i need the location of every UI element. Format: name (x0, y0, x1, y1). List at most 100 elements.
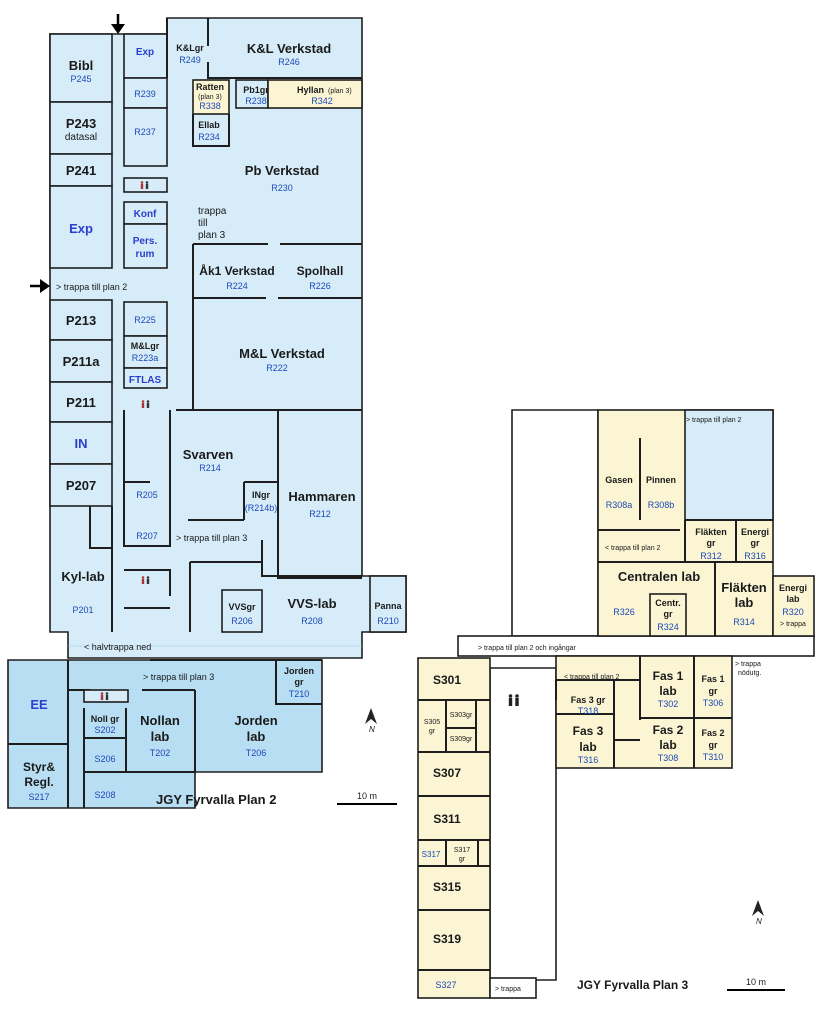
label-rum: rum (136, 249, 155, 260)
label-centralen: Centralen lab (618, 569, 700, 584)
room-r239[interactable] (123, 77, 168, 109)
room-ftlas[interactable] (123, 367, 168, 389)
code-s206: S206 (94, 754, 115, 764)
label-pbverkstad: Pb Verkstad (245, 163, 319, 178)
label-energigr-gr: gr (751, 538, 760, 548)
code-r324: R324 (657, 622, 679, 632)
code-r237: R237 (134, 127, 156, 137)
room-p207[interactable] (49, 463, 113, 507)
room-ratten[interactable] (192, 79, 230, 115)
room-hyllan[interactable] (267, 79, 363, 109)
plan3-title: JGY Fyrvalla Plan 3 (577, 978, 689, 992)
label-s305-gr: gr (429, 728, 436, 735)
label-nollgr: Noll gr (91, 714, 120, 724)
code-r230: R230 (271, 183, 293, 193)
label-in: IN (75, 436, 88, 451)
label-trappa-plan2: > trappa till plan 2 (56, 282, 127, 292)
label-exp-left: Exp (69, 221, 93, 236)
label-jordengr: Jorden (284, 666, 314, 676)
label-hyllan-sub: (plan 3) (328, 88, 352, 95)
plan2-title: JGY Fyrvalla Plan 2 (156, 792, 276, 807)
room-r225[interactable] (123, 301, 168, 337)
label-vvsgr: VVSgr (228, 602, 256, 612)
label-pers: Pers. (133, 236, 158, 247)
plan3-west-block (417, 657, 491, 999)
room-p213[interactable] (49, 299, 113, 341)
label-flaktengr-gr: gr (707, 538, 716, 548)
label-energilab: Energi (779, 583, 807, 593)
room-r237[interactable] (123, 107, 168, 167)
label-mlgr: M&Lgr (131, 341, 160, 351)
label-s315: S315 (433, 880, 461, 894)
label-trappa-1: trappa (198, 206, 227, 217)
plan3-se-block (555, 655, 733, 769)
label-exp-top: Exp (136, 47, 154, 58)
label-flaktenlab-lab: lab (735, 595, 754, 610)
code-r224: R224 (226, 281, 248, 291)
plan3-corridor (511, 409, 599, 637)
code-r326: R326 (613, 607, 635, 617)
label-flaktengr: Fläkten (695, 527, 727, 537)
room-centrgr[interactable] (649, 593, 687, 637)
plan3-labels: > trappa till plan 2 Gasen R308a Pinnen … (422, 417, 807, 993)
label-pinnen: Pinnen (646, 475, 676, 485)
entrance-arrow-left (30, 279, 50, 293)
room-bibl[interactable] (49, 33, 113, 103)
entrance-arrow-top (111, 14, 125, 34)
label-s311: S311 (433, 812, 461, 826)
label-s301: S301 (433, 673, 461, 687)
label-trappa-bottom: > trappa (495, 986, 521, 993)
label-energilab-lab: lab (786, 594, 800, 604)
label-panna: Panna (374, 601, 402, 611)
label-fas3lab-lab: lab (579, 740, 596, 754)
label-klgr: K&Lgr (176, 43, 204, 53)
room-energilab[interactable] (772, 575, 815, 637)
code-r212: R212 (309, 509, 331, 519)
label-s317gr: S317 (454, 847, 470, 854)
room-p211[interactable] (49, 381, 113, 423)
wall (89, 506, 112, 549)
label-flaktenlab: Fläkten (721, 580, 767, 595)
room-mlgr[interactable] (123, 335, 168, 369)
label-pb1gr: Pb1gr (243, 85, 269, 95)
wc-icon (141, 576, 150, 584)
label-ftlas: FTLAS (129, 375, 162, 386)
label-energilab-trappa: > trappa (780, 621, 806, 628)
label-centrgr: Centr. (655, 598, 681, 608)
wc-icon (140, 181, 149, 189)
label-fas2lab: Fas 2 (653, 723, 684, 737)
code-r225: R225 (134, 315, 156, 325)
label-fas1lab-lab: lab (659, 684, 676, 698)
label-s305: S305 (424, 719, 440, 726)
code-r238: R238 (245, 96, 267, 106)
wall (124, 569, 171, 596)
label-trappa-nodutg-2: nödutg. (738, 670, 761, 677)
code-r308b: R308b (648, 500, 675, 510)
code-r312: R312 (700, 551, 722, 561)
label-regl: Regl. (24, 775, 53, 789)
room-in[interactable] (49, 421, 113, 465)
label-trappa-plan3: > trappa till plan 3 (176, 533, 247, 543)
label-jorden-lab: lab (247, 729, 266, 744)
code-r223a: R223a (132, 353, 159, 363)
label-spolhall: Spolhall (297, 264, 344, 278)
label-trappa-ingangar: > trappa till plan 2 och ingångar (478, 644, 577, 652)
room-exp-left[interactable] (49, 185, 113, 269)
room-pers[interactable] (123, 223, 168, 269)
label-jordengr-gr: gr (295, 677, 304, 687)
wall (123, 410, 171, 547)
code-t302: T302 (658, 699, 679, 709)
room-vvsgr[interactable] (221, 589, 263, 633)
label-ak1: Åk1 Verkstad (199, 263, 274, 278)
code-r214: R214 (199, 463, 221, 473)
compass-icon: N (365, 708, 377, 734)
label-hammaren: Hammaren (288, 489, 355, 504)
label-konf: Konf (134, 209, 157, 220)
label-fas2gr-gr: gr (709, 740, 718, 750)
svg-text:N: N (369, 725, 375, 734)
room-p211a[interactable] (49, 339, 113, 383)
label-s303gr: S303gr (450, 712, 473, 719)
label-hyllan: Hyllan (297, 85, 324, 95)
room-panna[interactable] (369, 575, 407, 633)
